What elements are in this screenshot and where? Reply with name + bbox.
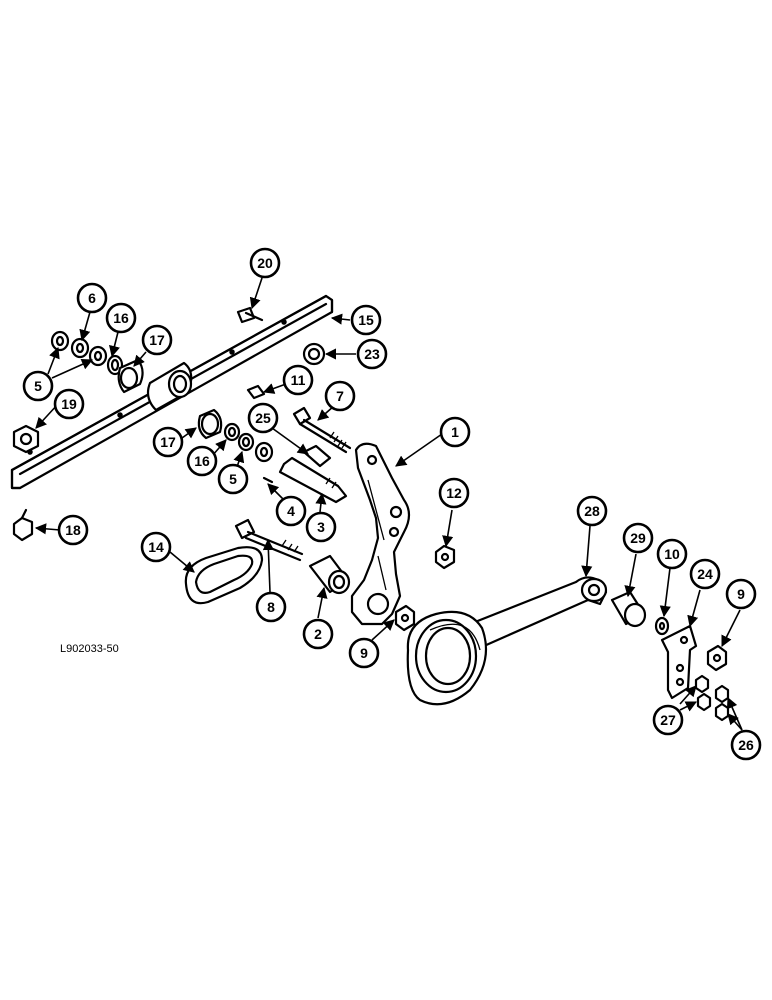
svg-text:2: 2 <box>314 626 322 642</box>
channel-bar-15 <box>10 294 334 490</box>
svg-text:16: 16 <box>113 310 129 326</box>
callout-6: 6 <box>76 282 108 314</box>
svg-text:17: 17 <box>160 434 176 450</box>
callout-27: 27 <box>652 704 684 736</box>
callout-19: 19 <box>53 388 85 420</box>
svg-text:20: 20 <box>257 255 273 271</box>
svg-text:19: 19 <box>61 396 77 412</box>
svg-text:29: 29 <box>630 530 646 546</box>
svg-text:26: 26 <box>738 737 754 753</box>
nut-23 <box>302 342 326 366</box>
leader-lines <box>34 277 743 731</box>
bolt-7 <box>292 406 352 454</box>
svg-text:18: 18 <box>65 522 81 538</box>
grease-fitting-11 <box>246 384 266 400</box>
callout-20: 20 <box>249 247 281 279</box>
callout-4: 4 <box>275 495 307 527</box>
svg-text:1: 1 <box>451 424 459 440</box>
svg-text:11: 11 <box>291 372 306 388</box>
callout-28: 28 <box>576 495 608 527</box>
svg-text:10: 10 <box>664 546 680 562</box>
svg-text:6: 6 <box>88 290 96 306</box>
connecting-arm-28 <box>406 576 608 706</box>
small-nuts-27-26 <box>694 674 730 722</box>
nut-9-right <box>706 644 728 672</box>
svg-text:5: 5 <box>34 378 42 394</box>
svg-text:5: 5 <box>229 471 237 487</box>
svg-text:25: 25 <box>255 410 271 426</box>
callout-2: 2 <box>302 618 334 650</box>
svg-text:16: 16 <box>194 453 210 469</box>
nut-19 <box>12 424 40 454</box>
callout-5-upper: 5 <box>22 370 54 402</box>
svg-text:14: 14 <box>148 539 164 555</box>
nut-9-lower <box>394 604 416 632</box>
figure-code: L902033-50 <box>60 643 119 655</box>
callout-16-upper: 16 <box>105 302 137 334</box>
pin-25 <box>302 444 332 468</box>
callout-24: 24 <box>689 558 721 590</box>
svg-text:4: 4 <box>287 503 295 519</box>
bushing-29 <box>610 590 647 628</box>
callout-11: 11 <box>282 364 314 396</box>
pin-3 <box>278 456 348 504</box>
bushing-2 <box>308 554 351 595</box>
callout-1: 1 <box>439 416 471 448</box>
svg-text:3: 3 <box>317 519 325 535</box>
callout-15: 15 <box>350 304 382 336</box>
callout-9-lower: 9 <box>348 637 380 669</box>
callout-3: 3 <box>305 511 337 543</box>
roll-pin-4 <box>262 476 274 484</box>
svg-text:23: 23 <box>364 346 380 362</box>
callout-10: 10 <box>656 538 688 570</box>
callout-17-upper: 17 <box>141 324 173 356</box>
svg-text:15: 15 <box>358 312 374 328</box>
svg-text:24: 24 <box>697 566 713 582</box>
callout-17-lower: 17 <box>152 426 184 458</box>
washer-stack-upper <box>50 330 144 394</box>
callout-7: 7 <box>324 380 356 412</box>
callout-25: 25 <box>247 402 279 434</box>
callout-23: 23 <box>356 338 388 370</box>
svg-text:27: 27 <box>660 712 676 728</box>
bracket-24 <box>660 624 698 700</box>
callout-8: 8 <box>255 591 287 623</box>
callout-12: 12 <box>438 477 470 509</box>
callout-5-lower: 5 <box>217 463 249 495</box>
svg-text:9: 9 <box>737 586 745 602</box>
svg-text:8: 8 <box>267 599 275 615</box>
svg-text:12: 12 <box>446 485 462 501</box>
bolt-18 <box>12 508 34 542</box>
callout-9-right: 9 <box>725 578 757 610</box>
callout-18: 18 <box>57 514 89 546</box>
svg-text:7: 7 <box>336 388 344 404</box>
svg-text:17: 17 <box>149 332 165 348</box>
callout-26: 26 <box>730 729 762 761</box>
callout-29: 29 <box>622 522 654 554</box>
grommet-14 <box>184 546 264 605</box>
callout-16-lower: 16 <box>186 445 218 477</box>
bolt-20 <box>236 306 264 324</box>
washer-10 <box>654 616 670 636</box>
nut-12 <box>434 544 456 570</box>
svg-text:28: 28 <box>584 503 600 519</box>
bell-crank-arm-1 <box>350 442 411 626</box>
svg-text:9: 9 <box>360 645 368 661</box>
washer-stack-lower <box>197 408 274 463</box>
callout-14: 14 <box>140 531 172 563</box>
